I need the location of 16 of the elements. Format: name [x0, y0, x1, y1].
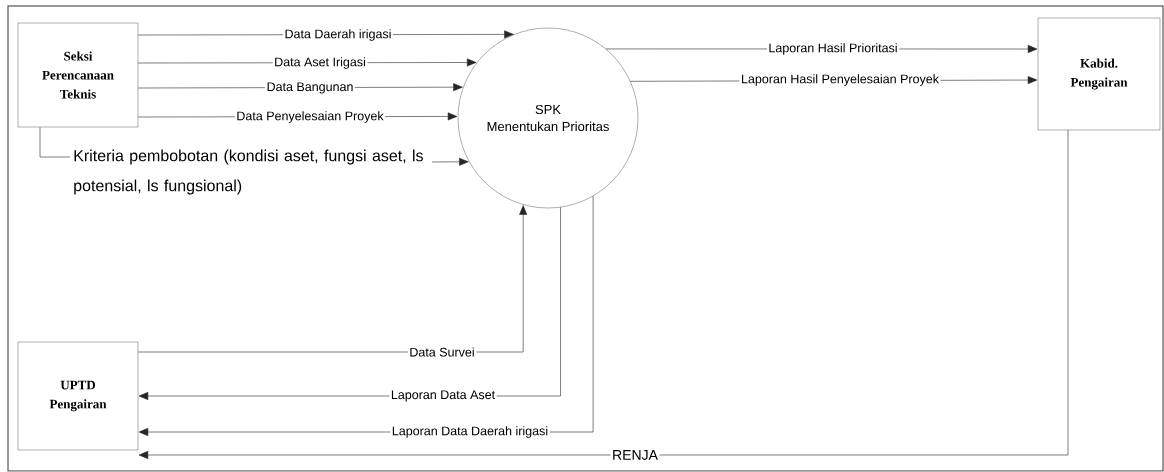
edge-label: Data Survei	[407, 345, 477, 359]
edge-label: Laporan Hasil Prioritasi	[766, 41, 900, 57]
entity-box: Seksi Perencanaan Teknis	[17, 22, 139, 128]
arrow	[138, 129, 1069, 459]
edge-label: Data Aset Irigasi	[272, 55, 368, 71]
edge-label: Data Penyelesaian Proyek	[234, 109, 386, 125]
edge-label: Data Daerah irigasi	[283, 27, 393, 43]
arrow	[39, 126, 469, 166]
edge-label: Laporan Data Aset	[389, 388, 497, 404]
edge-label: Laporan Hasil Penyelesaian Proyek	[739, 72, 941, 88]
edge-label: Data Bangunan	[265, 80, 355, 96]
edge-label: Laporan Data Daerah irigasi	[390, 424, 550, 440]
edge-label: RENJA	[610, 448, 660, 462]
entity-box: UPTD Pengairan	[17, 341, 139, 451]
entity-box: Kabid. Pengairan	[1037, 17, 1161, 131]
edge-label: Kriteria pembobotan (kondisi aset, fungsi aset, ls potensial, ls fungsional)	[74, 149, 423, 195]
